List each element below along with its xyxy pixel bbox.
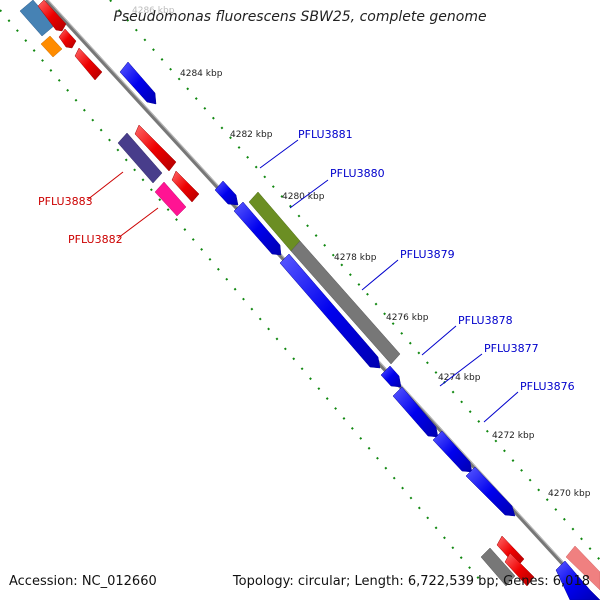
gene-arrow-reverse[interactable] — [74, 47, 103, 81]
gene-arrow-forward[interactable] — [465, 466, 516, 517]
gene-arrow-forward[interactable] — [555, 560, 600, 600]
kbp-label: 4282 kbp — [230, 130, 273, 140]
outer-tick-line — [109, 0, 600, 561]
gene-label[interactable]: PFLU3877 — [484, 342, 539, 355]
kbp-label: 4272 kbp — [492, 431, 535, 441]
gene-arrow-forward[interactable] — [392, 386, 439, 438]
callout-lines — [86, 139, 519, 423]
callout-line — [117, 207, 159, 239]
callout-line — [289, 179, 329, 209]
kbp-label: 4280 kbp — [282, 192, 325, 202]
kbp-labels: 4286 kbp 4284 kbp 4282 kbp 4280 kbp 4278… — [132, 6, 591, 499]
callout-line — [439, 353, 483, 387]
kbp-label: 4278 kbp — [334, 253, 377, 263]
gene-arrow-forward[interactable] — [214, 180, 239, 206]
callout-line — [421, 325, 457, 356]
gene-block-darkslateblue[interactable] — [117, 132, 163, 184]
callout-line — [483, 391, 519, 423]
gene-block-grey[interactable] — [290, 240, 401, 365]
callout-line — [361, 259, 399, 291]
accession-text: Accession: NC_012660 — [9, 574, 157, 589]
inner-tick-line — [0, 9, 481, 581]
gene-label[interactable]: PFLU3881 — [298, 128, 353, 141]
page-title: Pseudomonas fluorescens SBW25, complete … — [113, 9, 487, 25]
kbp-label: 4270 kbp — [548, 489, 591, 499]
kbp-label: 4274 kbp — [438, 373, 481, 383]
gene-arrow-forward[interactable] — [380, 365, 402, 388]
gene-label[interactable]: PFLU3878 — [458, 314, 513, 327]
gene-block-deeppink[interactable] — [154, 181, 187, 217]
gene-label[interactable]: PFLU3876 — [520, 380, 575, 393]
gene-arrow-forward[interactable] — [432, 430, 473, 473]
kbp-label: 4286 kbp — [132, 6, 175, 16]
callout-line — [259, 139, 299, 169]
forward-genes — [119, 61, 600, 600]
gene-arrow-forward[interactable] — [279, 253, 381, 369]
gene-labels: PFLU3881 PFLU3880 PFLU3879 PFLU3878 PFLU… — [38, 128, 575, 393]
gene-label[interactable]: PFLU3882 — [68, 233, 123, 246]
reverse-genes — [19, 0, 535, 587]
gene-arrow-reverse[interactable] — [37, 0, 67, 32]
gene-arrow-forward[interactable] — [119, 61, 157, 105]
kbp-label: 4276 kbp — [386, 313, 429, 323]
gene-block-orange[interactable] — [40, 35, 63, 58]
kbp-label: 4284 kbp — [180, 69, 223, 79]
gene-label[interactable]: PFLU3880 — [330, 167, 385, 180]
gene-arrow-reverse[interactable] — [171, 170, 200, 203]
gene-block-pink[interactable] — [565, 545, 600, 591]
topology-text: Topology: circular; Length: 6,722,539 bp… — [232, 574, 590, 589]
gene-arrow-forward[interactable] — [233, 201, 282, 256]
tick-lines — [0, 0, 600, 581]
gene-arrow-reverse[interactable] — [58, 28, 77, 49]
gene-label[interactable]: PFLU3883 — [38, 195, 93, 208]
gene-arrow-reverse[interactable] — [134, 124, 177, 172]
gene-arrow-reverse[interactable] — [504, 552, 535, 587]
gene-label[interactable]: PFLU3879 — [400, 248, 455, 261]
gene-block-grey[interactable] — [480, 547, 516, 587]
callout-line — [86, 171, 124, 201]
